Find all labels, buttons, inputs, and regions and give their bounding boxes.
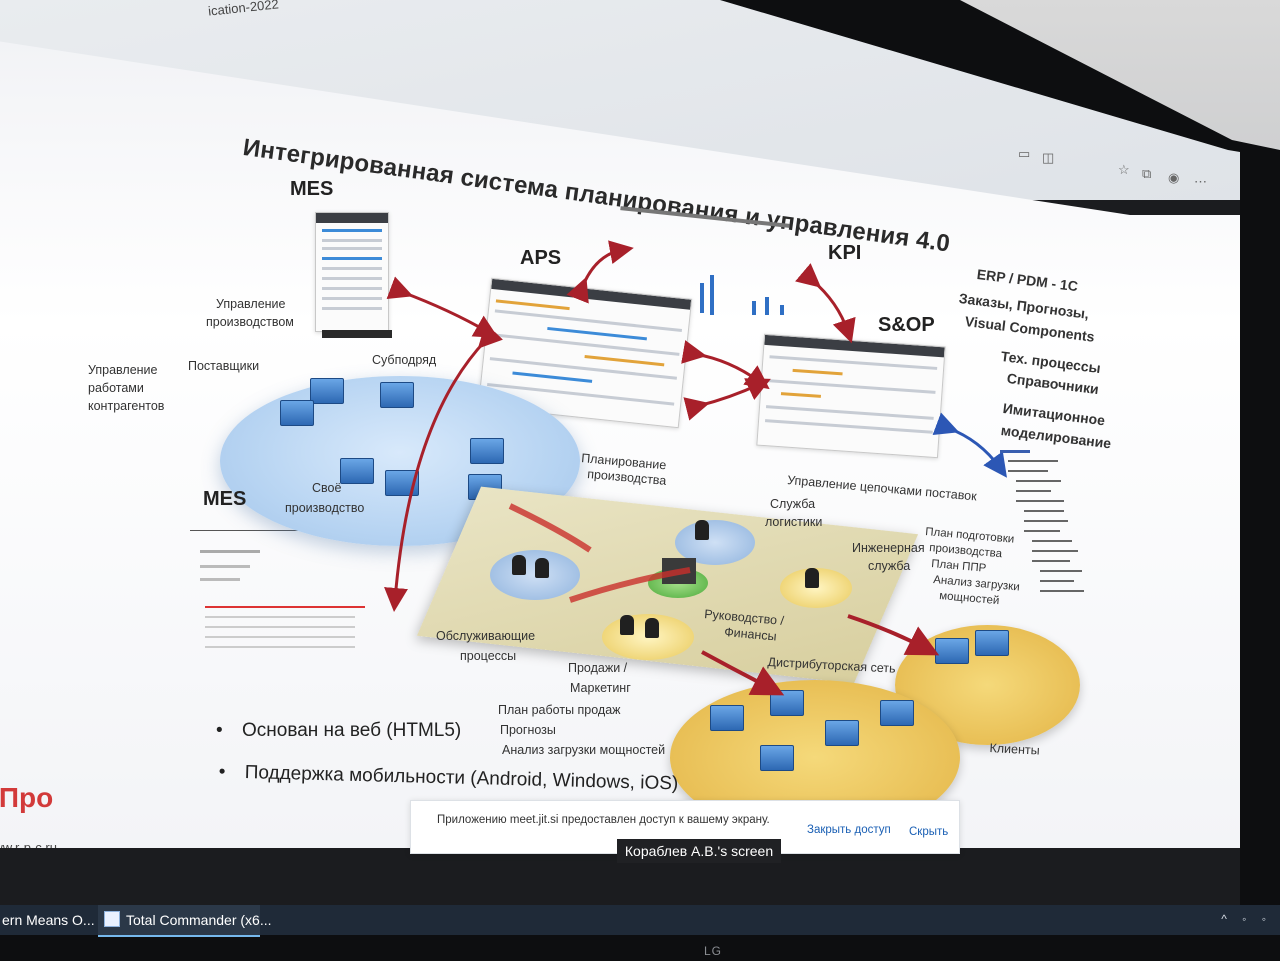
worker-figure	[645, 618, 659, 638]
monitor-brand-logo: LG	[704, 944, 723, 958]
client-store-icon	[770, 690, 804, 716]
connection-arrows	[384, 240, 1007, 696]
arrow-aps-mes-bottom	[384, 323, 503, 612]
label-subcontract: Субподряд	[372, 353, 437, 367]
browser-tab-title[interactable]: ication-2022	[207, 0, 280, 19]
client-store-icon	[825, 720, 859, 746]
logo-text: Про	[0, 782, 54, 813]
label-engineering-2: служба	[868, 559, 911, 573]
shared-screen-label: Кораблев А.В.'s screen	[617, 839, 781, 863]
taskbar-item-label: Total Commander (x6...	[126, 912, 272, 928]
label-salesplan-1: План работы продаж	[498, 703, 621, 717]
arrow-aps-mes	[386, 276, 499, 339]
distribution-warehouse-icon	[975, 630, 1009, 656]
label-production-management-1: Управление	[216, 297, 286, 311]
label-service-1: Обслуживающие	[436, 629, 536, 643]
total-commander-icon	[104, 911, 120, 927]
supplier-factory-icon	[280, 400, 314, 426]
label-mes-bottom: MES	[203, 488, 247, 510]
own-factory-icon	[340, 458, 374, 484]
label-contractors-2: работами	[88, 381, 144, 395]
profile-icon[interactable]: ◉	[1168, 170, 1180, 185]
client-store-icon	[760, 745, 794, 771]
label-sales-1: Продажи /	[568, 661, 628, 675]
client-store-icon	[880, 700, 914, 726]
monitor-screen: ication-2022 ▭ ◫ ☆ ⧉ ◉ ⋯ Интегрированная…	[0, 0, 1240, 905]
label-engineering-1: Инженерная	[852, 541, 925, 555]
arrow-supply-1	[508, 503, 592, 553]
label-sop: S&OP	[878, 314, 935, 336]
label-own-production-2: производство	[285, 501, 365, 515]
more-menu-icon[interactable]: ⋯	[1194, 174, 1207, 189]
presentation-slide: Интегрированная система планирования и у…	[0, 40, 1240, 848]
taskbar-item-app[interactable]: ern Means O...	[2, 912, 95, 928]
label-kpi: KPI	[828, 242, 862, 264]
label-production-management-2: производством	[206, 315, 294, 329]
arrow-distribution	[847, 614, 940, 656]
company-logo: ◐Про	[0, 782, 53, 814]
label-suppliers: Поставщики	[188, 359, 260, 373]
arrow-kpi-sop	[795, 263, 856, 344]
arrow-supply-2	[569, 567, 691, 603]
share-notification-text: Приложению meet.jit.si предоставлен дост…	[437, 814, 770, 826]
label-service-2: процессы	[460, 649, 517, 663]
mes-screenshot-footer	[322, 330, 392, 338]
slide-page-number: 10	[1223, 866, 1237, 880]
worker-figure	[695, 520, 709, 540]
extensions-icon[interactable]: ◫	[1042, 150, 1055, 165]
label-salesplan-2: Прогнозы	[500, 723, 556, 737]
label-logistics-2: логистики	[765, 515, 823, 529]
kpi-dashboard	[620, 206, 800, 315]
arrow-clients	[701, 650, 785, 696]
label-sales-2: Маркетинг	[570, 681, 631, 695]
arrow-aps-kpi	[566, 240, 634, 304]
company-url: www.r-p-c.ru	[0, 840, 57, 855]
taskbar: ern Means O... Total Commander (x6... ^ …	[0, 905, 1280, 937]
arrow-aps-sop-1	[681, 340, 770, 390]
distribution-warehouse-icon	[935, 638, 969, 664]
label-logistics-1: Служба	[770, 497, 816, 511]
stop-sharing-button[interactable]: Закрыть доступ	[807, 824, 891, 836]
arrow-sop-erp	[932, 412, 1007, 478]
label-contractors-3: контрагентов	[88, 399, 165, 413]
collections-icon[interactable]: ⧉	[1142, 166, 1152, 181]
arrow-aps-sop-2	[683, 378, 771, 421]
system-tray[interactable]: ^ ◦ ◦	[1221, 912, 1272, 926]
mes-screenshot-bottom	[190, 530, 370, 665]
label-aps: APS	[520, 247, 562, 269]
worker-figure	[535, 558, 549, 578]
logistics-disc	[675, 520, 755, 565]
supplier-factory-icon	[310, 378, 344, 404]
worker-figure	[805, 568, 819, 588]
label-contractors-1: Управление	[88, 363, 158, 377]
label-clients: Клиенты	[989, 740, 1041, 758]
worker-figure	[620, 615, 634, 635]
label-salesplan-3: Анализ загрузки мощностей	[502, 743, 666, 757]
label-own-production-1: Своё	[312, 481, 342, 495]
taskbar-item-total-commander[interactable]: Total Commander (x6...	[98, 905, 272, 937]
camera-icon[interactable]: ▭	[1018, 146, 1031, 161]
favorite-star-icon[interactable]: ☆	[1118, 162, 1130, 177]
bullet-web: Основан на веб (HTML5)	[216, 720, 461, 742]
worker-figure	[512, 555, 526, 575]
label-mes-top: MES	[290, 178, 334, 200]
erp-tree-view	[1000, 450, 1090, 610]
client-store-icon	[710, 705, 744, 731]
hide-notification-button[interactable]: Скрыть	[909, 826, 949, 838]
